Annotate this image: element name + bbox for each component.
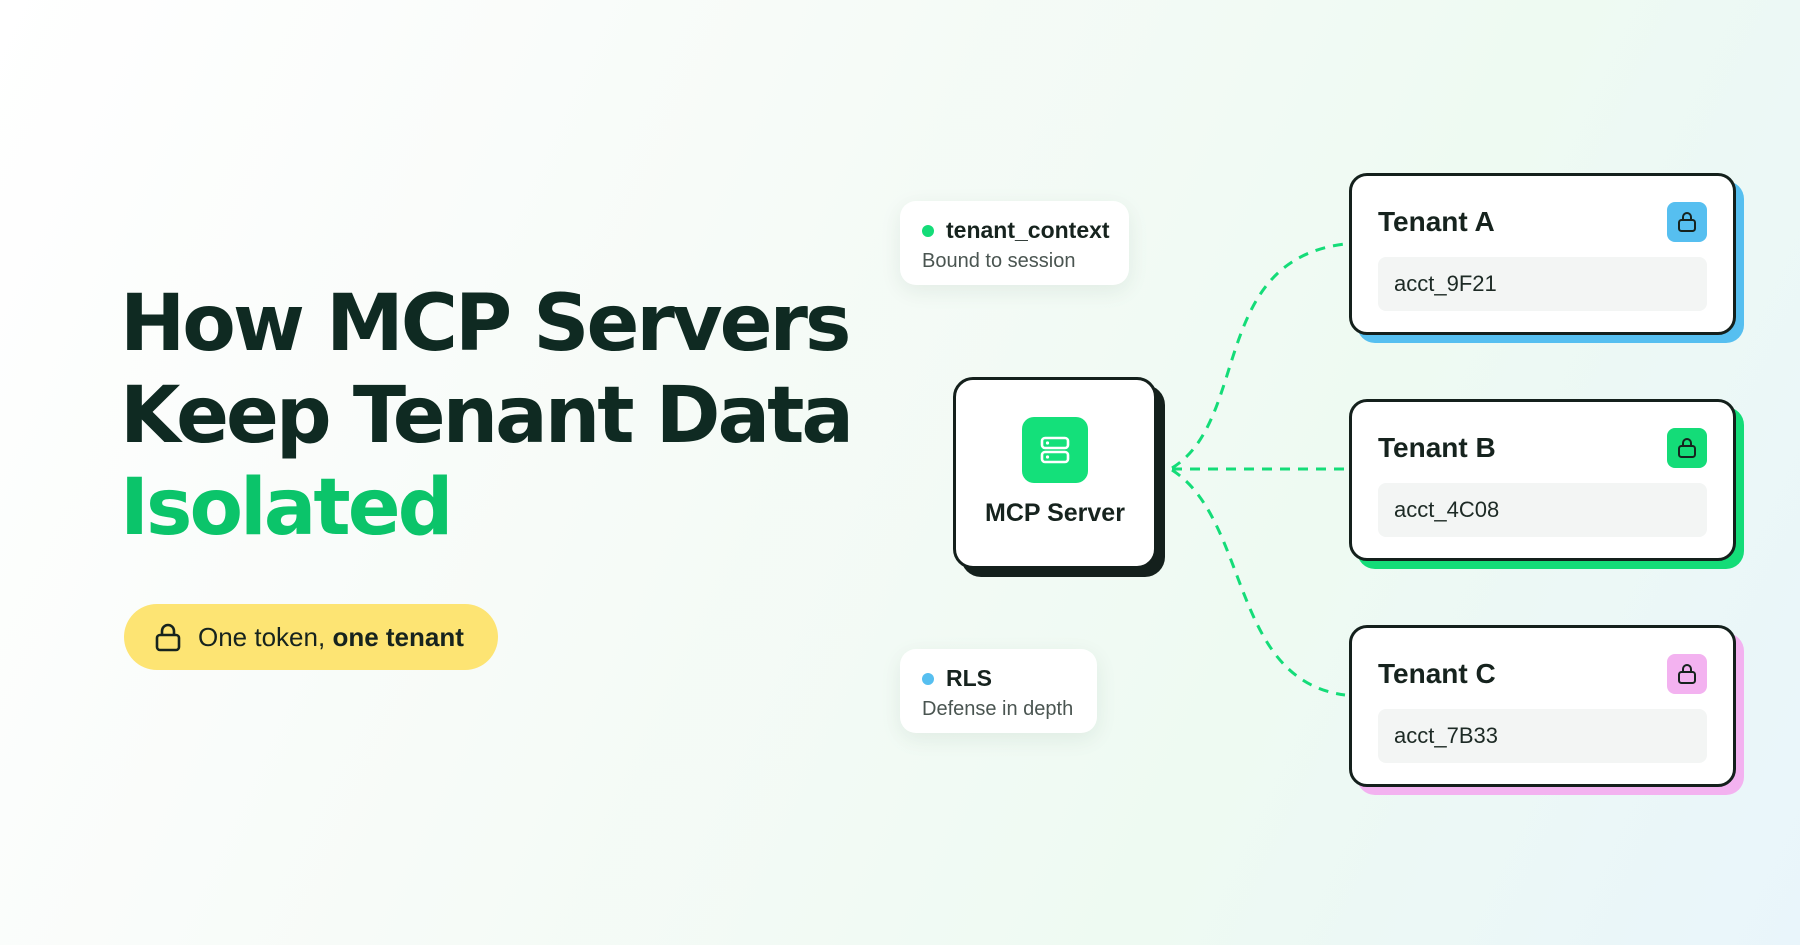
chip-title: RLS (922, 665, 1075, 692)
tenant-name: Tenant B (1378, 432, 1496, 463)
chip-subtitle: Bound to session (922, 250, 1076, 272)
server-label: MCP Server (985, 499, 1125, 527)
tenant-card-a: Tenant A acct_9F21 (1349, 173, 1736, 335)
server-icon (1022, 417, 1088, 483)
tenant-account-id: acct_4C08 (1378, 483, 1707, 537)
tenant-context-chip: tenant_context Bound to session (900, 201, 1129, 285)
tenant-card-b: Tenant B acct_4C08 (1349, 399, 1736, 561)
pill-text-regular: One token, (198, 621, 326, 652)
chip-title-text: RLS (946, 665, 992, 691)
tenant-header: Tenant B (1378, 428, 1707, 468)
headline-line-2: Keep Tenant Data (120, 371, 854, 461)
chip-title: tenant_context (922, 217, 1110, 244)
lock-icon (1667, 202, 1707, 242)
tenant-card-c: Tenant C acct_7B33 (1349, 625, 1736, 787)
tenant-name: Tenant C (1378, 658, 1496, 689)
tenant-account-id: acct_9F21 (1378, 257, 1707, 311)
connector-to-tenant-c (1171, 468, 1346, 697)
lock-icon (1667, 654, 1707, 694)
chip-subtitle: Defense in depth (922, 698, 1074, 720)
status-dot-icon (922, 224, 934, 237)
pill-text-bold: one tenant (332, 621, 464, 652)
lock-icon (155, 623, 181, 652)
mcp-server-node: MCP Server (953, 377, 1157, 569)
rls-chip: RLS Defense in depth (900, 649, 1097, 733)
tenant-header: Tenant A (1378, 202, 1707, 242)
headline: How MCP Servers Keep Tenant Data Isolate… (120, 278, 854, 554)
connector-to-tenant-a (1171, 242, 1346, 470)
pill-text: One token, one tenant (198, 622, 464, 653)
chip-title-text: tenant_context (946, 217, 1110, 243)
lock-icon (1667, 428, 1707, 468)
headline-line-3-accent: Isolated (120, 463, 453, 553)
tenant-header: Tenant C (1378, 654, 1707, 694)
tenant-account-id: acct_7B33 (1378, 709, 1707, 763)
one-token-pill: One token, one tenant (124, 604, 498, 670)
tenant-name: Tenant A (1378, 206, 1495, 237)
status-dot-icon (922, 672, 934, 685)
headline-line-1: How MCP Servers (120, 279, 851, 369)
